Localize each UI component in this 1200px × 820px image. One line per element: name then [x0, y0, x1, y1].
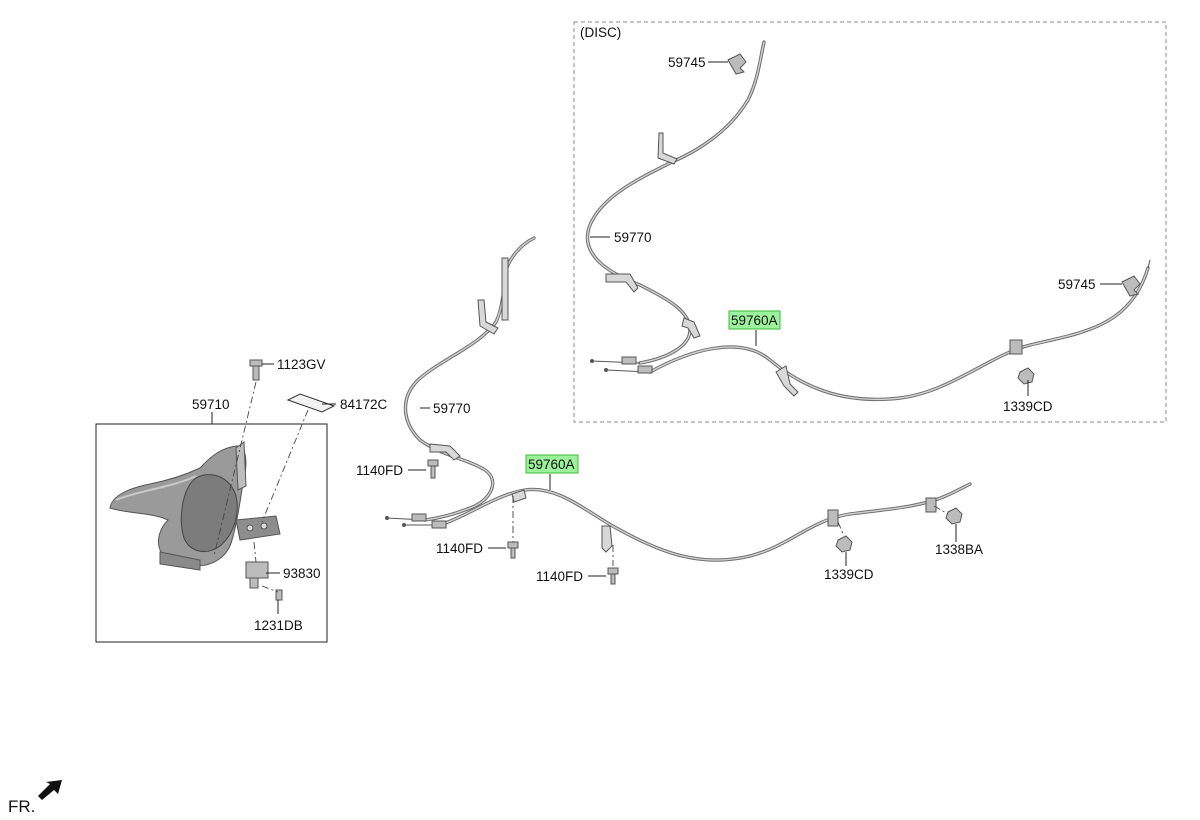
- highlight-59760A-main: [525, 454, 579, 474]
- label-1231DB: 1231DB: [254, 618, 303, 633]
- label-1123GV: 1123GV: [277, 357, 326, 372]
- bolt-1123GV[interactable]: [249, 359, 263, 381]
- switch-93830[interactable]: [245, 561, 269, 589]
- nut-1339CD-disc[interactable]: [1017, 367, 1035, 385]
- label-59770-disc: 59770: [614, 230, 652, 245]
- nut-1339CD-main[interactable]: [835, 535, 853, 553]
- clip-59745-top[interactable]: [727, 53, 747, 75]
- pad-84172C[interactable]: [286, 393, 336, 413]
- front-arrow-icon: [38, 780, 62, 800]
- screw-1231DB[interactable]: [275, 589, 283, 601]
- label-59760A-main[interactable]: 59760A: [528, 457, 575, 472]
- highlight-59760A-disc: [728, 310, 781, 330]
- disc-group-label: (DISC): [580, 25, 621, 40]
- label-1140FD-a: 1140FD: [356, 463, 403, 478]
- disc-cable-59760A[interactable]: [604, 259, 1151, 402]
- disc-cable-59770[interactable]: [585, 40, 766, 365]
- label-1338BA: 1338BA: [935, 542, 983, 557]
- nut-1338BA[interactable]: [945, 507, 963, 525]
- label-93830: 93830: [283, 566, 321, 581]
- label-1339CD-disc: 1339CD: [1003, 399, 1053, 414]
- label-59745-top: 59745: [668, 55, 706, 70]
- label-59710: 59710: [192, 397, 230, 412]
- label-1140FD-b: 1140FD: [436, 541, 483, 556]
- label-59745-right: 59745: [1058, 277, 1096, 292]
- label-1339CD-main: 1339CD: [824, 567, 874, 582]
- label-84172C: 84172C: [340, 397, 388, 412]
- bolt-1140FD-a[interactable]: [427, 459, 439, 479]
- bolt-1140FD-b[interactable]: [507, 541, 519, 559]
- disc-group-frame: [573, 21, 1167, 423]
- label-59770-main: 59770: [433, 401, 471, 416]
- bolt-1140FD-c[interactable]: [607, 567, 619, 585]
- front-indicator-label: FR.: [8, 797, 35, 816]
- label-1140FD-c: 1140FD: [536, 569, 583, 584]
- parking-brake-lever-59710[interactable]: [109, 441, 281, 571]
- clip-59745-right[interactable]: [1121, 275, 1141, 297]
- label-59760A-disc[interactable]: 59760A: [731, 313, 778, 328]
- main-cable-59770[interactable]: [385, 236, 536, 522]
- main-cable-59760A[interactable]: [402, 482, 972, 562]
